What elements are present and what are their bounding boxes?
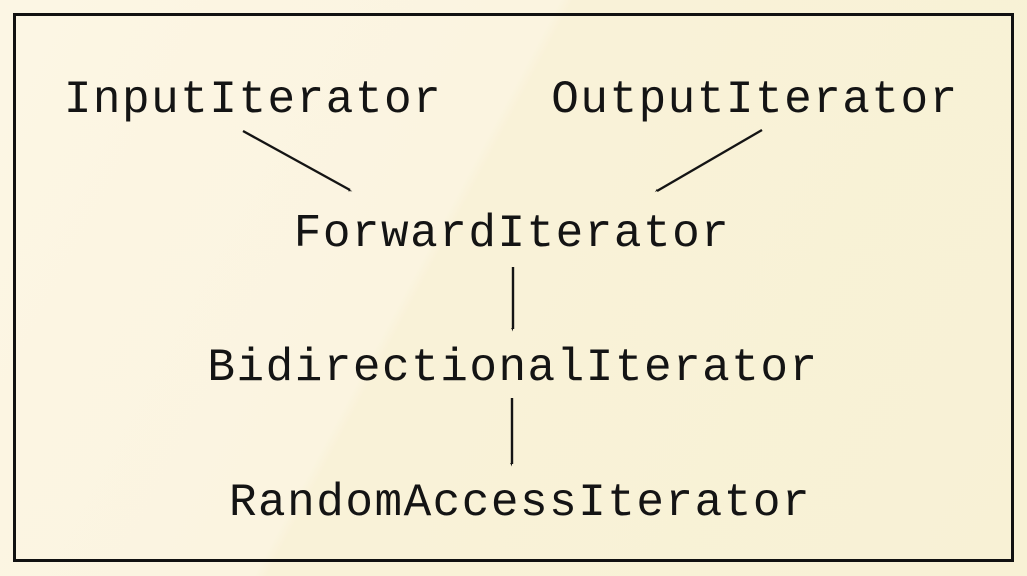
- node-output-iterator: OutputIterator: [551, 74, 959, 126]
- edge-input-to-forward-arrow: [242, 129, 350, 190]
- node-bidirectional-iterator: BidirectionalIterator: [207, 342, 819, 394]
- node-random-access-iterator: RandomAccessIterator: [228, 477, 812, 529]
- node-forward-iterator: ForwardIterator: [293, 208, 731, 260]
- edge-output-to-forward-arrow: [657, 128, 763, 191]
- node-input-iterator: InputIterator: [63, 74, 443, 126]
